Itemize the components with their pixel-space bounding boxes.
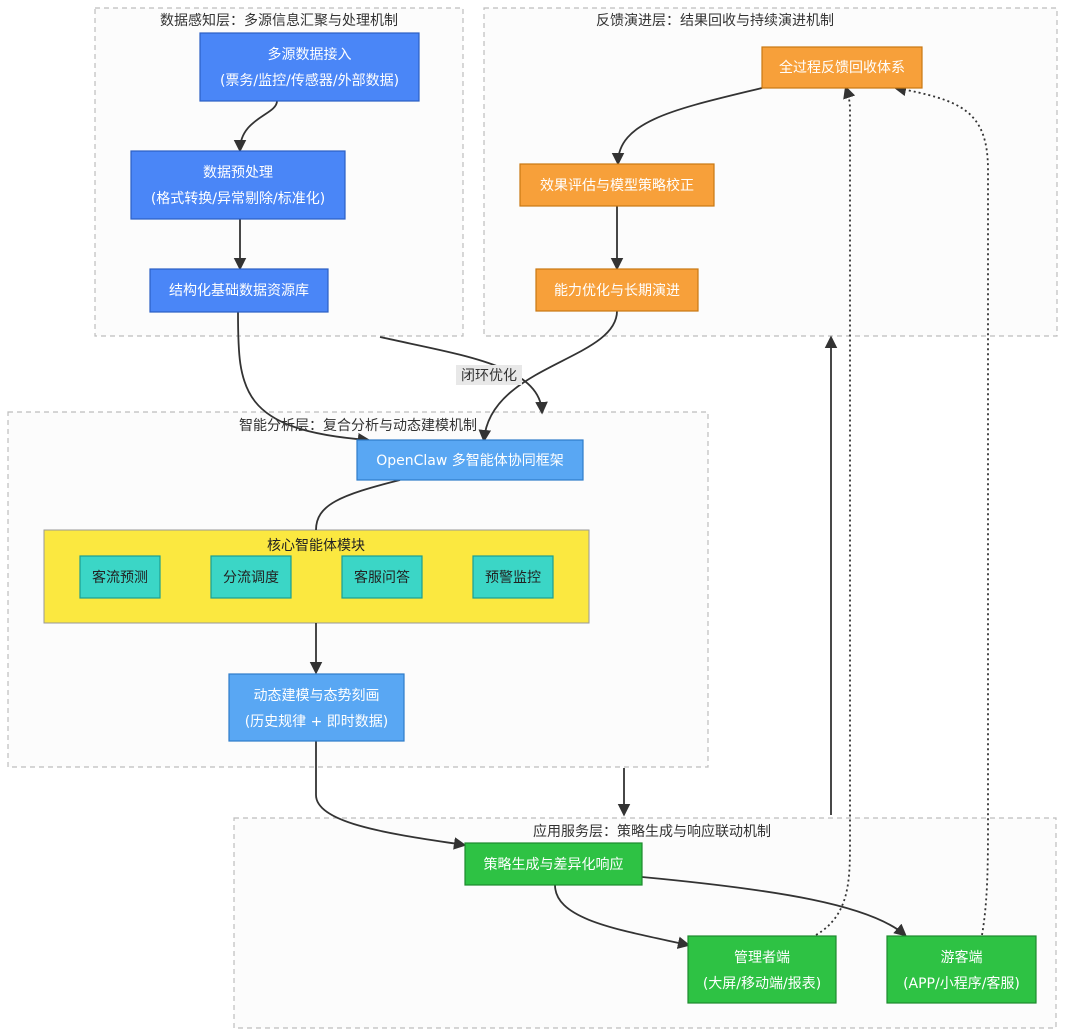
node-preprocess-line1: 数据预处理 <box>203 165 273 181</box>
core-agent-group-title: 核心智能体模块 <box>267 538 365 554</box>
node-dynamic-model-box <box>228 673 405 742</box>
cluster-perception-title: 数据感知层：多源信息汇聚与处理机制 <box>160 12 398 29</box>
agent-warning-monitor: 预警监控 <box>472 555 554 599</box>
node-feedback-system-line1: 全过程反馈回收体系 <box>779 59 905 76</box>
node-manager-line1: 管理者端 <box>734 950 790 966</box>
agent-warning-monitor-box <box>472 555 554 599</box>
node-visitor-line1: 游客端 <box>941 949 983 966</box>
node-dynamic-model-line1: 动态建模与态势刻画 <box>254 688 380 704</box>
node-openclaw-line1: OpenClaw 多智能体协同框架 <box>376 452 564 469</box>
edge-dynamic-model-to-strategy <box>315 741 467 850</box>
node-preprocess: 数据预处理 (格式转换/异常剔除/标准化) <box>130 150 346 220</box>
node-multi-source-box <box>199 32 420 102</box>
edge-optimization-to-openclaw <box>478 310 618 443</box>
edge-multi-source-to-preprocess <box>233 100 278 153</box>
node-openclaw-box <box>356 439 584 481</box>
node-visitor-line2: (APP/小程序/客服) <box>903 975 1020 992</box>
node-dynamic-model-line2: (历史规律 + 即时数据) <box>245 714 389 730</box>
node-manager-box <box>687 935 837 1004</box>
edge-structured-db-to-analysis-cluster <box>379 336 548 415</box>
node-preprocess-box <box>130 150 346 220</box>
node-evaluation-line1: 效果评估与模型策略校正 <box>540 177 694 194</box>
agent-diversion-dispatch-label: 分流调度 <box>223 570 279 586</box>
node-feedback-system: 全过程反馈回收体系 <box>761 46 923 89</box>
node-strategy-box <box>464 842 643 886</box>
node-multi-source-line1: 多源数据接入 <box>268 46 352 63</box>
node-structured-db-line1: 结构化基础数据资源库 <box>169 282 309 299</box>
node-evaluation: 效果评估与模型策略校正 <box>519 163 715 207</box>
node-visitor: 游客端 (APP/小程序/客服) <box>886 935 1037 1004</box>
edge-label-closed-loop-bg <box>456 365 522 385</box>
node-optimization: 能力优化与长期演进 <box>535 268 699 312</box>
node-manager-line2: (大屏/移动端/报表) <box>703 976 821 992</box>
node-openclaw: OpenClaw 多智能体协同框架 <box>356 439 584 481</box>
agent-warning-monitor-label: 预警监控 <box>485 570 541 586</box>
node-strategy: 策略生成与差异化响应 <box>464 842 643 886</box>
edge-strategy-to-visitor <box>641 876 907 937</box>
edge-strategy-to-manager <box>554 884 691 949</box>
node-evaluation-box <box>519 163 715 207</box>
node-manager: 管理者端 (大屏/移动端/报表) <box>687 935 837 1004</box>
agent-customer-service-box <box>341 555 423 599</box>
node-structured-db-box <box>149 268 329 313</box>
cluster-service-title: 应用服务层：策略生成与响应联动机制 <box>533 823 771 840</box>
cluster-feedback-title: 反馈演进层：结果回收与持续演进机制 <box>596 12 834 29</box>
agent-passenger-forecast: 客流预测 <box>79 555 161 599</box>
node-multi-source-line2: (票务/监控/传感器/外部数据) <box>220 72 399 89</box>
edge-manager-to-feedback <box>815 85 856 936</box>
cluster-analysis-title: 智能分析层：复合分析与动态建模机制 <box>239 417 477 434</box>
agent-diversion-dispatch: 分流调度 <box>210 555 292 599</box>
node-structured-db: 结构化基础数据资源库 <box>149 268 329 313</box>
edges <box>233 83 989 949</box>
node-optimization-line1: 能力优化与长期演进 <box>554 283 680 299</box>
agent-diversion-dispatch-box <box>210 555 292 599</box>
edge-feedback-to-evaluation <box>611 87 763 166</box>
node-visitor-box <box>886 935 1037 1004</box>
agent-customer-service: 客服问答 <box>341 555 423 599</box>
node-optimization-box <box>535 268 699 312</box>
edge-label-closed-loop: 闭环优化 <box>456 365 522 385</box>
agent-passenger-forecast-label: 客流预测 <box>92 569 148 586</box>
edge-openclaw-to-core-group <box>315 479 401 531</box>
node-preprocess-line2: (格式转换/异常剔除/标准化) <box>151 190 325 207</box>
node-multi-source: 多源数据接入 (票务/监控/传感器/外部数据) <box>199 32 420 102</box>
node-feedback-system-box <box>761 46 923 89</box>
node-dynamic-model: 动态建模与态势刻画 (历史规律 + 即时数据) <box>228 673 405 742</box>
edge-label-closed-loop-text: 闭环优化 <box>461 368 517 384</box>
node-strategy-line1: 策略生成与差异化响应 <box>484 856 624 873</box>
edge-visitor-to-feedback <box>893 83 989 936</box>
agent-passenger-forecast-box <box>79 555 161 599</box>
edge-structured-db-to-openclaw <box>237 311 371 446</box>
agent-customer-service-label: 客服问答 <box>354 569 410 586</box>
